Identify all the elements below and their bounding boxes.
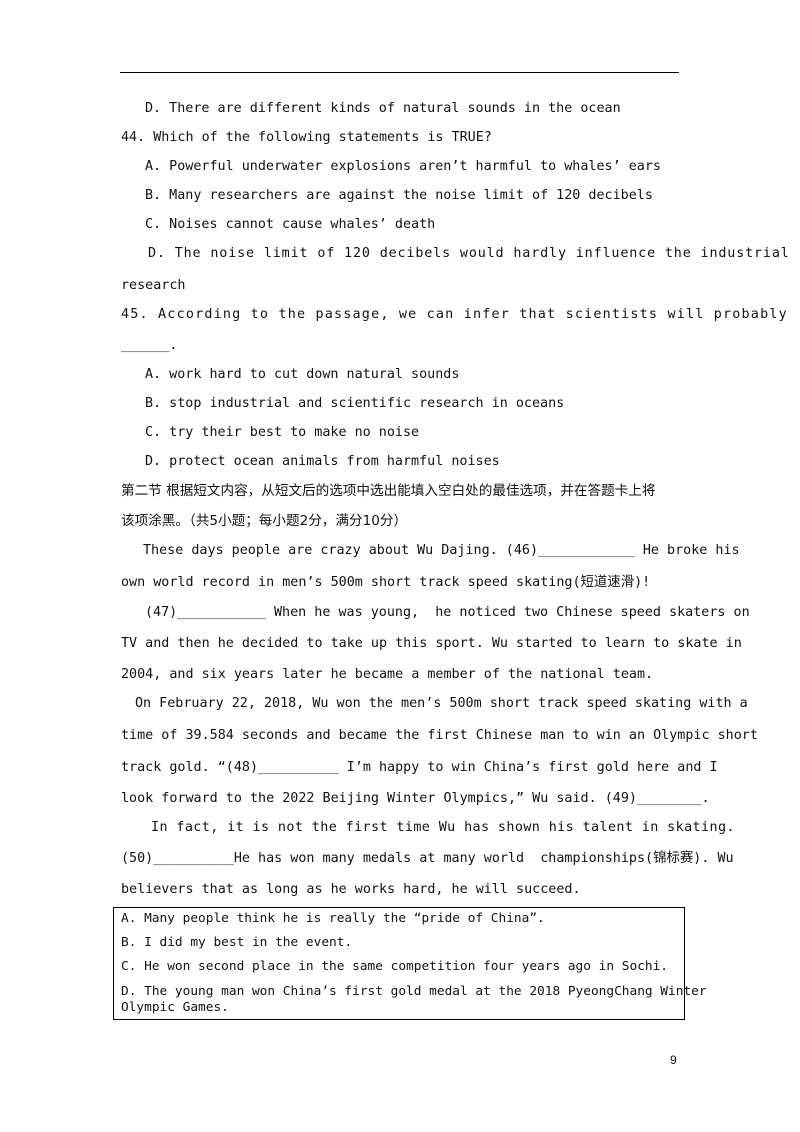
q45-option-c: C. try their best to make no noise <box>145 425 420 440</box>
option-b: B. I did my best in the event. <box>121 935 353 950</box>
passage-line-11: (50)__________He has won many medals at … <box>121 851 734 866</box>
section2-instruction-line2: 该项涂黑。（共5小题；每小题2分，满分10分） <box>121 513 408 529</box>
passage-line-3: (47)___________ When he was young, he no… <box>145 605 750 620</box>
option-c: C. He won second place in the same compe… <box>121 959 669 974</box>
passage-line-2: own world record in men’s 500m short tra… <box>121 575 651 590</box>
q44-option-d-line2: research <box>121 278 186 293</box>
q44-option-d-line1: D. The noise limit of 120 decibels would… <box>148 246 790 261</box>
q44-option-a: A. Powerful underwater explosions aren’t… <box>145 159 661 174</box>
q45-stem-line2: ______. <box>121 338 178 353</box>
q45-option-a: A. work hard to cut down natural sounds <box>145 367 460 382</box>
q44-option-b: B. Many researchers are against the nois… <box>145 188 653 203</box>
q45-option-d: D. protect ocean animals from harmful no… <box>145 454 500 469</box>
passage-line-8: track gold. “(48)__________ I’m happy to… <box>121 760 718 775</box>
q43-option-d: D. There are different kinds of natural … <box>145 101 621 116</box>
q45-stem-line1: 45. According to the passage, we can inf… <box>121 307 788 322</box>
passage-line-5: 2004, and six years later he became a me… <box>121 667 654 682</box>
q44-option-c: C. Noises cannot cause whales’ death <box>145 217 436 232</box>
passage-line-12: believers that as long as he works hard,… <box>121 882 581 897</box>
section2-instruction-line1: 第二节 根据短文内容，从短文后的选项中选出能填入空白处的最佳选项，并在答题卡上将 <box>121 483 656 499</box>
page-number: 9 <box>670 1053 677 1067</box>
option-d-line2: Olympic Games. <box>121 1000 229 1015</box>
passage-line-9: look forward to the 2022 Beijing Winter … <box>121 791 710 806</box>
header-rule <box>120 72 679 73</box>
passage-line-6: On February 22, 2018, Wu won the men’s 5… <box>135 696 748 711</box>
q44-stem: 44. Which of the following statements is… <box>121 130 492 145</box>
options-box: A. Many people think he is really the “p… <box>113 907 707 1020</box>
q45-option-b: B. stop industrial and scientific resear… <box>145 396 565 411</box>
passage-line-7: time of 39.584 seconds and became the fi… <box>121 728 758 743</box>
option-a: A. Many people think he is really the “p… <box>121 911 545 926</box>
passage-line-10: In fact, it is not the first time Wu has… <box>151 820 735 835</box>
option-d-line1: D. The young man won China’s first gold … <box>121 984 707 999</box>
passage-line-4: TV and then he decided to take up this s… <box>121 636 742 651</box>
passage-line-1: These days people are crazy about Wu Daj… <box>143 543 740 558</box>
